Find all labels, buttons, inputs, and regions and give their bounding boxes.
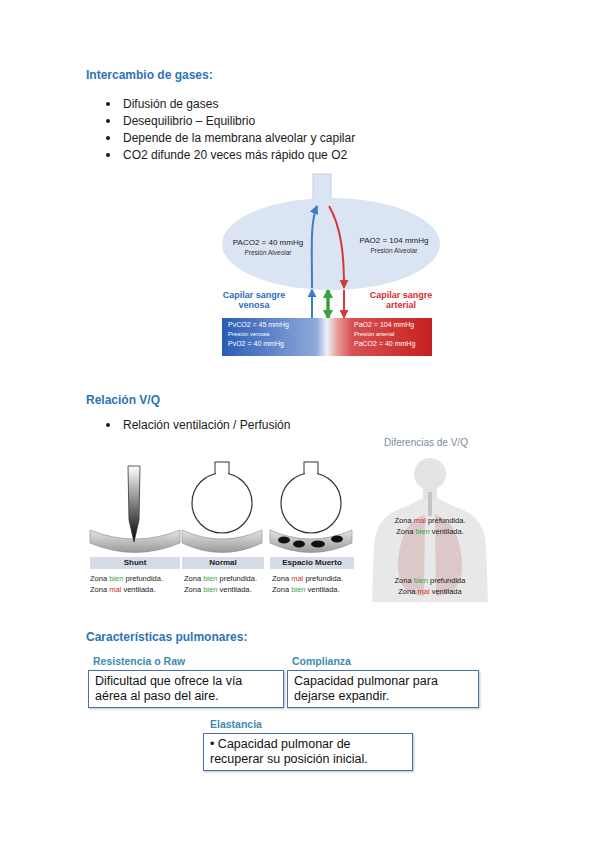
alveolus: PACO2 = 40 mmHgPresión AlveolarPAO2 = 10… (222, 198, 440, 290)
word: Zona (272, 574, 289, 583)
pressure-value: PaO2 = 104 mmHg (354, 321, 414, 329)
word: Zona (90, 574, 107, 583)
box-body: Dificultad que ofrece la vía aérea al pa… (95, 674, 277, 704)
word: Zona (395, 576, 412, 585)
o2-flow-arrow (329, 206, 344, 288)
gas-flow-arrow (326, 290, 330, 318)
bullet-text: CO2 difunde 20 veces más rápido que O2 (123, 148, 347, 162)
bullet-dots (106, 102, 110, 427)
bullet-text: Difusión de gases (123, 97, 218, 111)
zone-caption: Zona mal prefundida. (272, 574, 343, 583)
normal-picture (182, 462, 262, 553)
pressure-value: Presión arterial (354, 331, 394, 338)
capillary-heading: Capilar sangre arterial (368, 291, 434, 311)
word: mal (109, 585, 121, 594)
zone-caption: Zona bien prefundida. (90, 574, 163, 583)
word: bien (203, 585, 217, 594)
bullet-text: Relación ventilación / Perfusión (123, 418, 290, 432)
word: mal (291, 574, 303, 583)
word: prefundida. (428, 516, 466, 525)
dead-space-picture (270, 462, 352, 553)
pressure-value: PAO2 = 104 mmHg (344, 237, 444, 246)
picture-name: Espacio Muerto (270, 557, 354, 569)
picture-label-band: Normal (182, 557, 264, 569)
word: mal (417, 587, 429, 596)
pressure-value: Presión Alveolar (344, 247, 444, 254)
word: mal (414, 516, 426, 525)
zone-caption: Zona mal ventilada. (90, 585, 156, 594)
picture-label-band: Shunt (90, 557, 180, 569)
pressure-value: Presión Alveolar (218, 249, 318, 256)
definition-box: ComplianzaCapacidad pulmonar para dejars… (287, 670, 479, 708)
word: ventilada. (307, 585, 339, 594)
human-figure (372, 458, 488, 602)
capillary-band: Capilar sangre venosaPvCO2 = 45 mmHgPres… (222, 318, 432, 356)
word: bien (414, 576, 428, 585)
pressure-value: PACO2 = 40 mmHg (218, 239, 318, 248)
capillary-heading: Capilar sangre venosa (216, 291, 292, 311)
section-heading: Relación V/Q (86, 393, 160, 407)
word: Zona (398, 587, 415, 596)
word: bien (203, 574, 217, 583)
box-body: • Capacidad pulmonar de recuperar su pos… (210, 737, 406, 767)
picture-name: Normal (182, 557, 264, 569)
word: ventilada (432, 587, 462, 596)
word: ventilada. (432, 527, 464, 536)
section-heading: Intercambio de gases: (86, 68, 213, 82)
bullet-text: Desequilibrio – Equilibrio (123, 114, 255, 128)
pressure-value: Presión venosa (228, 331, 269, 338)
word: prefundida. (125, 574, 163, 583)
co2-flow-arrow (312, 206, 317, 288)
word: bien (415, 527, 429, 536)
picture-name: Shunt (90, 557, 180, 569)
pressure-value: PvCO2 = 45 mmHg (228, 321, 289, 329)
pressure-value: PvO2 = 40 mmHg (228, 340, 284, 348)
pressure-value: PaCO2 = 40 mmHg (354, 340, 415, 348)
word: prefundida (430, 576, 465, 585)
word: prefundida. (305, 574, 343, 583)
definition-box: Resistencia o RawDificultad que ofrece l… (88, 670, 284, 708)
shunt-picture (90, 466, 180, 553)
word: bien (109, 574, 123, 583)
gas-flow-arrow (311, 289, 313, 318)
box-heading: Complianza (292, 655, 351, 667)
word: ventilada. (123, 585, 155, 594)
box-body: Capacidad pulmonar para dejarse expandir… (294, 674, 472, 704)
zone-caption: Zona bien prefundida (385, 576, 475, 585)
section-heading: Características pulmonares: (86, 630, 247, 644)
word: ventilada. (219, 585, 251, 594)
zone-caption: Zona bien ventilada. (184, 585, 252, 594)
figure-title: Diferencias de V/Q (384, 437, 468, 448)
word: Zona (184, 574, 201, 583)
box-heading: Resistencia o Raw (93, 655, 185, 667)
zone-caption: Zona mal prefundida. (385, 516, 475, 525)
zone-caption: Zona mal ventilada (385, 587, 475, 596)
zone-caption: Zona bien ventilada. (272, 585, 340, 594)
bullet-text: Depende de la membrana alveolar y capila… (123, 131, 355, 145)
gas-flow-arrow (343, 290, 345, 318)
word: Zona (90, 585, 107, 594)
box-heading: Elastancia (210, 718, 262, 730)
word: Zona (396, 527, 413, 536)
word: Zona (395, 516, 412, 525)
definition-box: Elastancia• Capacidad pulmonar de recupe… (203, 733, 413, 771)
picture-label-band: Espacio Muerto (270, 557, 354, 569)
zone-caption: Zona bien ventilada. (385, 527, 475, 536)
word: Zona (272, 585, 289, 594)
word: bien (291, 585, 305, 594)
zone-caption: Zona bien prefundida. (184, 574, 257, 583)
word: Zona (184, 585, 201, 594)
word: prefundida. (219, 574, 257, 583)
